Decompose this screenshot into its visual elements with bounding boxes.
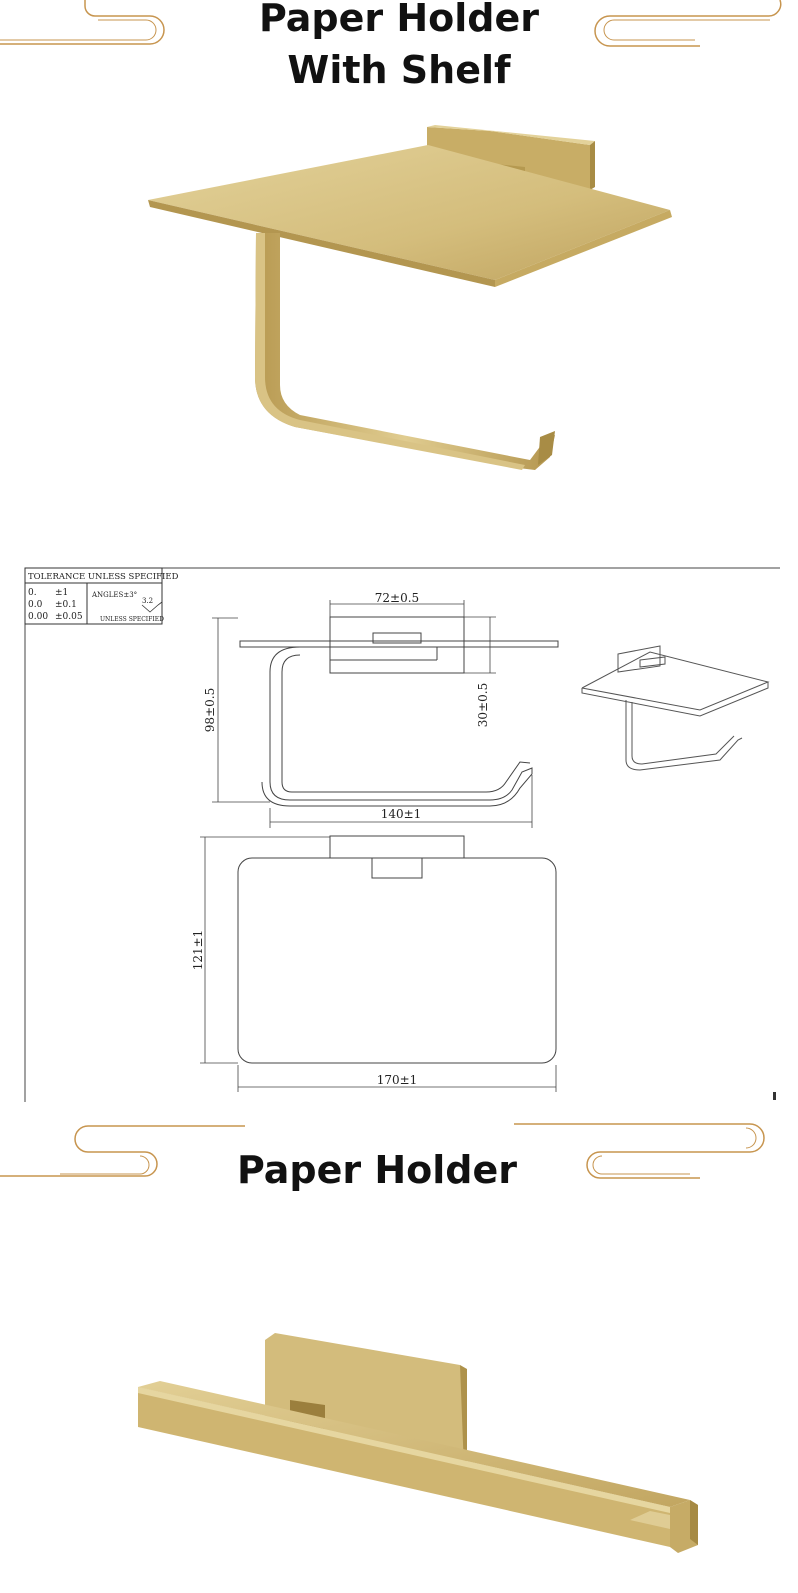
section-title-holder: Paper Holder: [236, 1148, 518, 1192]
product-image-holder-with-shelf: [148, 125, 672, 470]
tolerance-precision-1: 0.0: [28, 600, 43, 610]
shelf-top: [148, 145, 670, 280]
isometric-view: [581, 645, 770, 771]
top-view: [237, 835, 557, 1064]
front-view: [239, 616, 559, 807]
dim-mount-height: 30±0.5: [476, 683, 490, 727]
tolerance-value-0: ±1: [55, 588, 68, 598]
unless-specified-note: UNLESS SPECIFIED: [100, 616, 164, 623]
tolerance-header: TOLERANCE UNLESS SPECIFIED: [28, 572, 179, 582]
ornament-right-top: [594, 0, 782, 47]
ornament-left-middle: [0, 1125, 245, 1177]
front-dimensions: [212, 600, 533, 828]
ornament-right-middle: [514, 1123, 765, 1179]
angles-note: ANGLES±3°: [91, 591, 137, 599]
dim-mount-width: 72±0.5: [375, 591, 419, 605]
section-title-shelf-line1: Paper Holder: [258, 0, 540, 40]
dim-shelf-depth: 121±1: [191, 930, 205, 971]
product-image-paper-holder: [138, 1333, 698, 1553]
ornament-left-top: [0, 0, 165, 45]
tolerance-value-1: ±0.1: [55, 600, 77, 610]
tolerance-precision-2: 0.00: [28, 612, 48, 622]
roughness-value: 3.2: [142, 597, 153, 605]
technical-drawing: TOLERANCE UNLESS SPECIFIED 0. ±1 0.0 ±0.…: [24, 567, 780, 1102]
dim-shelf-width: 170±1: [377, 1073, 418, 1087]
tolerance-precision-0: 0.: [28, 588, 37, 598]
dim-length: 140±1: [381, 807, 422, 821]
dim-height: 98±0.5: [203, 688, 217, 732]
top-dimensions: [200, 836, 557, 1092]
tolerance-value-2: ±0.05: [55, 612, 83, 622]
tolerance-table: TOLERANCE UNLESS SPECIFIED 0. ±1 0.0 ±0.…: [24, 567, 179, 625]
section-title-shelf-line2: With Shelf: [287, 48, 511, 92]
holder-bar: [138, 1381, 690, 1507]
